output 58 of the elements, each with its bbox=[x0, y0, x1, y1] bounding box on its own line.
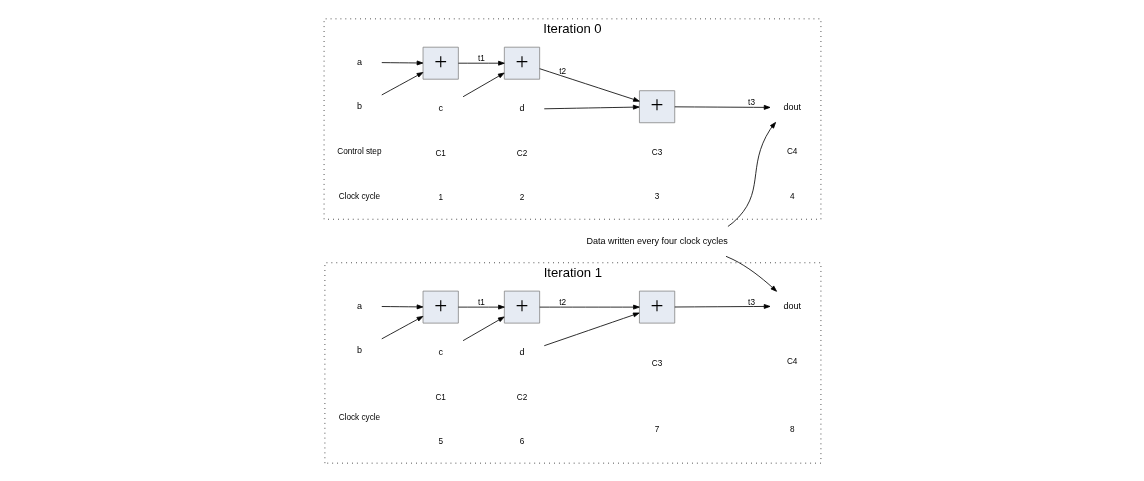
label: C2 bbox=[516, 148, 527, 158]
arrow bbox=[673, 104, 770, 110]
node-text: a bbox=[356, 56, 362, 67]
node-text: d bbox=[518, 102, 524, 113]
label: 2 bbox=[519, 192, 524, 202]
label: C3 bbox=[651, 358, 662, 368]
label: C3 bbox=[651, 147, 662, 157]
label: 3 bbox=[654, 191, 659, 201]
node-box: + bbox=[638, 89, 675, 123]
label: C1 bbox=[434, 148, 446, 158]
label: Control step bbox=[336, 146, 382, 156]
label: Clock cycle bbox=[338, 412, 380, 422]
arrow bbox=[380, 60, 423, 65]
node-box: + bbox=[422, 46, 459, 80]
arrow bbox=[457, 60, 505, 66]
label: 8 bbox=[789, 424, 794, 434]
label: 6 bbox=[519, 436, 524, 446]
edge-label: t1 bbox=[477, 297, 485, 307]
node-text: Data written every four clock cycles bbox=[585, 235, 728, 246]
arrow bbox=[380, 315, 423, 339]
node-text: d bbox=[518, 346, 524, 357]
arrow bbox=[538, 67, 640, 102]
edge-label: t2 bbox=[558, 66, 566, 76]
label: C2 bbox=[516, 392, 527, 401]
arrow bbox=[543, 104, 640, 110]
label: 7 bbox=[654, 424, 659, 434]
arrow bbox=[380, 71, 423, 95]
label: 5 bbox=[437, 436, 443, 446]
node-text: b bbox=[356, 100, 362, 111]
label: C4 bbox=[786, 146, 797, 156]
arrow bbox=[462, 72, 505, 97]
edge-label: t3 bbox=[747, 97, 755, 107]
edge-label: t2 bbox=[558, 297, 566, 307]
node-text: c bbox=[437, 346, 443, 357]
arrow bbox=[727, 121, 776, 227]
label: 4 bbox=[789, 191, 794, 201]
arrow bbox=[673, 303, 770, 309]
edge-label: t1 bbox=[477, 53, 485, 63]
label: C4 bbox=[786, 356, 797, 366]
arrow bbox=[380, 303, 423, 309]
node-text: b bbox=[356, 344, 362, 355]
node-text: dout bbox=[782, 300, 801, 311]
node-text: a bbox=[356, 300, 362, 311]
node-text: c bbox=[437, 102, 443, 113]
label: 1 bbox=[437, 192, 443, 202]
arrow bbox=[538, 304, 640, 310]
node-text: dout bbox=[782, 101, 801, 112]
edge-label: t3 bbox=[747, 297, 755, 307]
arrow bbox=[462, 316, 505, 341]
arrow bbox=[725, 255, 777, 292]
node-box: + bbox=[503, 290, 540, 324]
arrow bbox=[543, 312, 640, 346]
node-box: + bbox=[503, 46, 540, 80]
node-box: + bbox=[422, 290, 459, 324]
node-box: + bbox=[638, 290, 675, 324]
arrow bbox=[457, 304, 505, 310]
label: C1 bbox=[434, 392, 446, 401]
label: Clock cycle bbox=[338, 191, 380, 201]
